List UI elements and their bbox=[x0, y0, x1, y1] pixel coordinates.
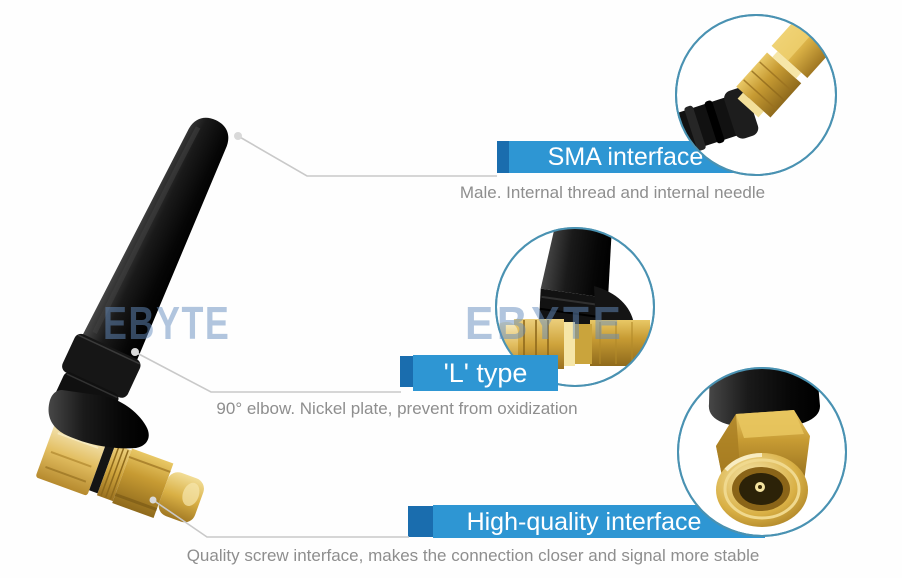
leader-line-l-type bbox=[134, 351, 401, 393]
detail-circle-l-type bbox=[495, 227, 655, 387]
leader-line-sma bbox=[237, 135, 497, 177]
feature-caption-sma: Male. Internal thread and internal needl… bbox=[459, 183, 766, 202]
banner-fold-sma bbox=[497, 141, 509, 173]
detail-circle-sma bbox=[675, 14, 837, 176]
elbow-zoom-l-type bbox=[594, 286, 634, 328]
feature-caption-high-quality: Quality screw interface, makes the conne… bbox=[186, 546, 760, 565]
feature-label-l-type: 'L' type bbox=[413, 355, 558, 391]
leader-lines bbox=[134, 135, 497, 538]
antenna-photo bbox=[36, 117, 229, 523]
feature-caption-l-type: 90° elbow. Nickel plate, prevent from ox… bbox=[216, 399, 578, 418]
antenna-body bbox=[53, 117, 229, 425]
detail-circle-interface bbox=[677, 367, 847, 537]
brand-watermark: EBYTE bbox=[103, 297, 231, 349]
barrel-zoom-interface bbox=[716, 453, 808, 527]
antenna-elbow-boot bbox=[48, 390, 149, 449]
banner-fold-l-type bbox=[400, 356, 413, 387]
callout-dot-high-quality bbox=[149, 496, 157, 504]
callout-dot-sma bbox=[234, 132, 242, 140]
leader-line-high-quality bbox=[152, 499, 409, 538]
brand-watermark: EBYTE bbox=[465, 297, 625, 349]
banner-fold-high-quality bbox=[408, 506, 433, 537]
callout-dot-l-type bbox=[131, 348, 139, 356]
